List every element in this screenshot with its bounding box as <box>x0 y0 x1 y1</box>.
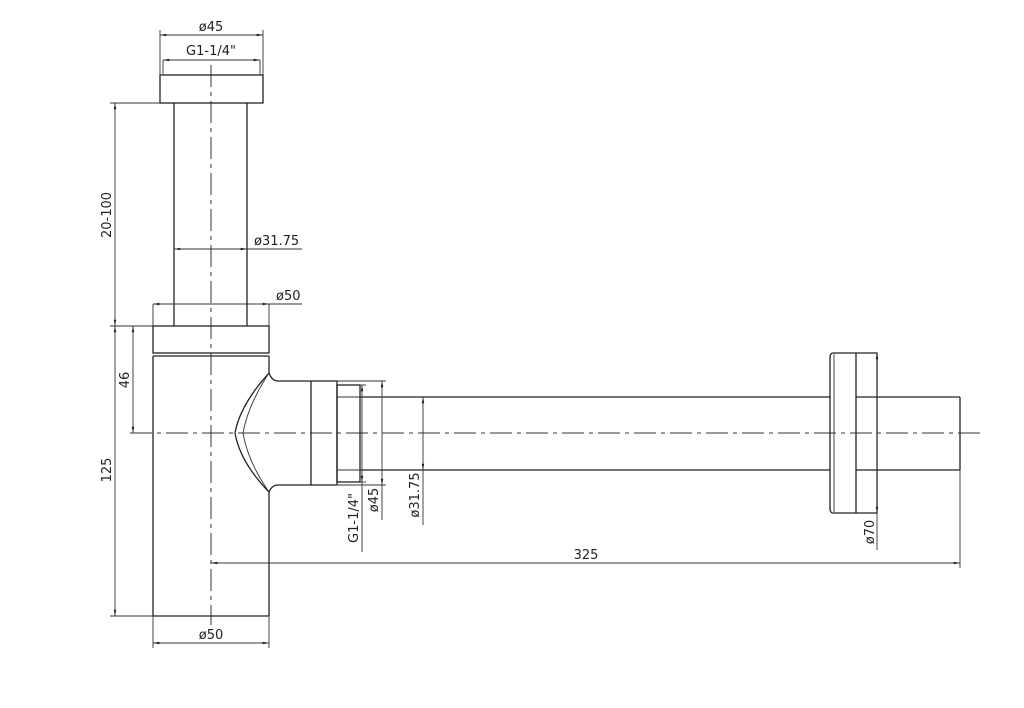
dim-wall-flange-diameter: ø70 <box>863 353 879 550</box>
svg-text:46: 46 <box>118 372 133 389</box>
dim-outlet-nut-diameter: ø45 <box>337 380 386 520</box>
dim-tailpiece-diameter: ø31.75 <box>174 234 302 251</box>
svg-text:ø45: ø45 <box>367 488 382 513</box>
dim-tailpiece-length: 20-100 <box>100 102 160 327</box>
dim-body-height: 125 <box>100 326 153 617</box>
svg-text:ø50: ø50 <box>199 628 224 643</box>
dim-outlet-pipe-diameter: ø31.75 <box>408 397 425 525</box>
tailpiece <box>173 103 248 326</box>
dim-top-thread: G1-1/4" <box>162 44 261 75</box>
top-cap <box>159 74 264 104</box>
wall-flange <box>829 352 878 514</box>
svg-text:ø70: ø70 <box>863 520 878 545</box>
dim-collar-diameter: ø50 <box>152 289 302 326</box>
dim-body-diameter: ø50 <box>152 616 270 648</box>
svg-text:ø50: ø50 <box>276 289 301 304</box>
collar-nut <box>152 325 270 354</box>
svg-text:ø31.75: ø31.75 <box>408 472 423 517</box>
svg-text:325: 325 <box>574 548 599 563</box>
dim-outlet-height: 46 <box>118 326 135 433</box>
dim-outlet-thread: G1-1/4" <box>347 384 366 552</box>
outlet-branch <box>278 380 361 486</box>
svg-text:G1-1/4": G1-1/4" <box>347 493 362 543</box>
dim-top-cap-diameter: ø45 <box>159 20 264 75</box>
svg-text:G1-1/4": G1-1/4" <box>186 44 236 59</box>
trap-body <box>152 355 279 617</box>
dim-outlet-length: 325 <box>211 470 961 568</box>
svg-text:125: 125 <box>100 458 115 483</box>
svg-text:20-100: 20-100 <box>100 192 115 238</box>
svg-text:ø31.75: ø31.75 <box>254 234 299 249</box>
outlet-pipe <box>360 396 961 471</box>
svg-text:ø45: ø45 <box>199 20 224 35</box>
